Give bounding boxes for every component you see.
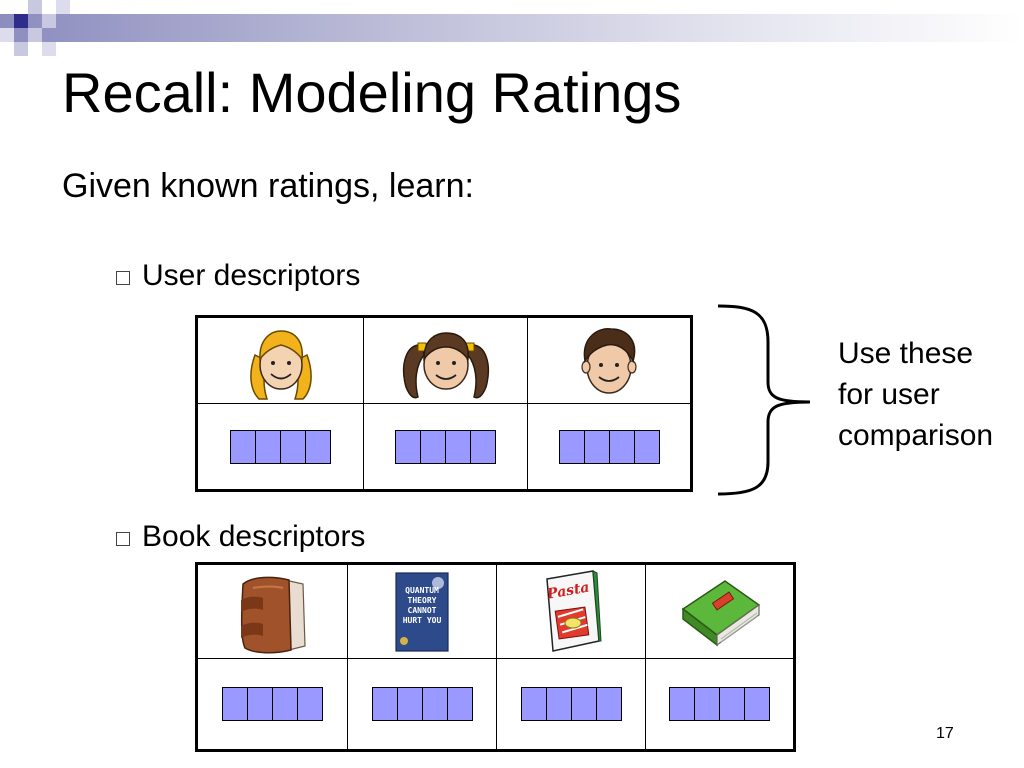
bullet-checkbox-icon xyxy=(116,532,130,546)
book-cell-3: Pasta xyxy=(497,565,646,659)
bullet-checkbox-icon xyxy=(116,271,130,285)
quantum-cover-line-1: QUANTUM xyxy=(405,586,439,595)
user-descriptor-grid xyxy=(195,315,693,492)
book-cell-4 xyxy=(646,565,793,659)
brace-label-line-2: for user xyxy=(838,378,940,411)
user-descriptor-cell-3 xyxy=(528,404,690,489)
quantum-cover-line-4: HURT YOU xyxy=(403,616,442,625)
book-descriptor-grid: QUANTUM THEORY CANNOT HURT YOU Pasta xyxy=(195,562,796,752)
quantum-book-icon: QUANTUM THEORY CANNOT HURT YOU xyxy=(395,571,449,652)
green-book-icon xyxy=(681,579,760,647)
brace-label-line-1: Use these xyxy=(838,337,974,370)
book-descriptors-bullet: Book descriptors xyxy=(116,520,365,554)
pasta-cookbook-icon: Pasta xyxy=(545,569,602,652)
boy-face-icon xyxy=(581,327,637,394)
book-cell-1 xyxy=(198,565,348,659)
book-descriptors-label: Book descriptors xyxy=(142,520,366,553)
book-descriptor-cell-1 xyxy=(198,659,348,749)
user-descriptor-vector xyxy=(558,429,660,464)
user-descriptor-vector xyxy=(230,429,331,464)
page-number: 17 xyxy=(936,725,954,742)
pigtails-girl-face-icon xyxy=(402,331,489,398)
brace-label-line-3: comparison xyxy=(838,419,994,452)
book-descriptor-vector xyxy=(222,687,323,721)
brace-label: Use these for user comparison xyxy=(838,333,993,456)
header-gradient-bar xyxy=(0,14,1024,42)
user-descriptors-label: User descriptors xyxy=(142,259,361,292)
user-cell-3 xyxy=(528,318,690,404)
user-cell-2 xyxy=(364,318,528,404)
corner-squares-decoration xyxy=(0,0,70,56)
right-brace-icon xyxy=(717,304,811,496)
blonde-girl-face-icon xyxy=(249,329,312,400)
book-descriptor-vector xyxy=(669,687,770,721)
slide-title: Recall: Modeling Ratings xyxy=(62,61,682,124)
user-cell-1 xyxy=(198,318,364,404)
pasta-cover-title: Pasta xyxy=(545,579,591,602)
quantum-cover-line-2: THEORY xyxy=(408,596,437,605)
book-descriptor-cell-4 xyxy=(646,659,793,749)
book-descriptor-cell-2 xyxy=(348,659,497,749)
user-descriptor-cell-1 xyxy=(198,404,364,489)
user-descriptor-vector xyxy=(395,429,496,464)
book-descriptor-vector xyxy=(371,687,473,721)
quantum-cover-line-3: CANNOT xyxy=(408,606,437,615)
book-cell-2: QUANTUM THEORY CANNOT HURT YOU xyxy=(348,565,497,659)
user-descriptors-bullet: User descriptors xyxy=(116,259,360,293)
slide-subtitle: Given known ratings, learn: xyxy=(62,167,474,205)
user-descriptor-cell-2 xyxy=(364,404,528,489)
book-descriptor-vector xyxy=(520,687,622,721)
old-leather-book-icon xyxy=(240,576,306,653)
book-descriptor-cell-3 xyxy=(497,659,646,749)
